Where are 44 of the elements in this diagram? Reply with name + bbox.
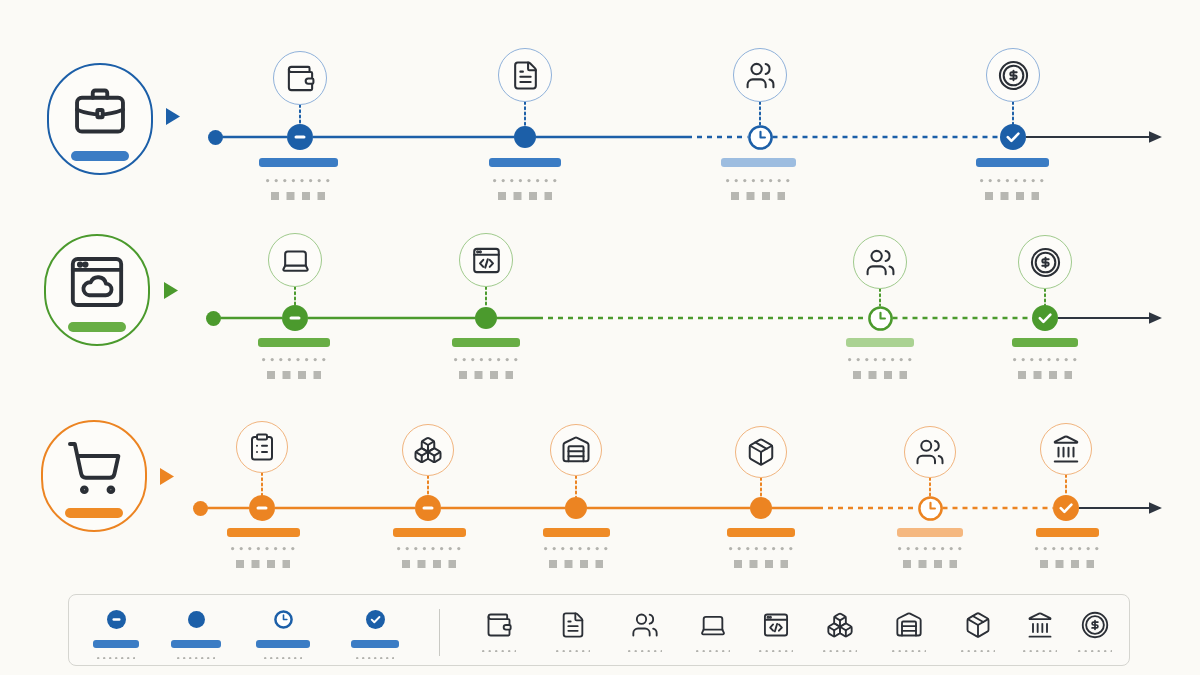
dotted-leader-line [261, 472, 263, 496]
timeline-line [441, 506, 565, 510]
check-marker-icon [1053, 495, 1079, 521]
check-marker-icon [1000, 124, 1026, 150]
minus-marker-icon [415, 495, 441, 521]
dotted-leader-line [427, 475, 429, 496]
timeline-line [220, 316, 282, 320]
arrow [1025, 131, 1162, 143]
start-dot [192, 500, 208, 516]
clock-marker-icon [917, 495, 943, 521]
dotted-leader-line [1012, 101, 1014, 125]
clock-marker-icon [867, 305, 893, 331]
start-dot [207, 129, 223, 145]
dashed-timeline-line [536, 135, 748, 139]
timeline-line [313, 135, 514, 139]
dashed-timeline-line [772, 135, 1000, 139]
timeline-line [275, 506, 415, 510]
milestone-dot [750, 497, 772, 519]
minus-marker-icon [287, 124, 313, 150]
dotted-leader-line [929, 477, 931, 497]
dotted-leader-line [524, 101, 526, 127]
dotted-leader-line [759, 101, 761, 126]
timeline-line [587, 506, 750, 510]
timeline-line [207, 506, 249, 510]
dotted-leader-line [1044, 288, 1046, 306]
dotted-leader-line [299, 104, 301, 125]
dotted-leader-line [1065, 474, 1067, 496]
milestone-dot [475, 307, 497, 329]
dotted-leader-line [485, 286, 487, 308]
check-marker-icon [1032, 305, 1058, 331]
dotted-leader-line [760, 477, 762, 498]
timeline-line [308, 316, 475, 320]
arrow [1078, 502, 1162, 514]
dotted-leader-line [879, 288, 881, 307]
arrow [1057, 312, 1162, 324]
milestone-dot [565, 497, 587, 519]
dotted-leader-line [575, 475, 577, 498]
clock-marker-icon [747, 124, 773, 150]
milestone-dot [514, 126, 536, 148]
timeline-line [222, 135, 287, 139]
start-dot [205, 310, 221, 326]
dotted-leader-line [294, 286, 296, 306]
minus-marker-icon [282, 305, 308, 331]
minus-marker-icon [249, 495, 275, 521]
